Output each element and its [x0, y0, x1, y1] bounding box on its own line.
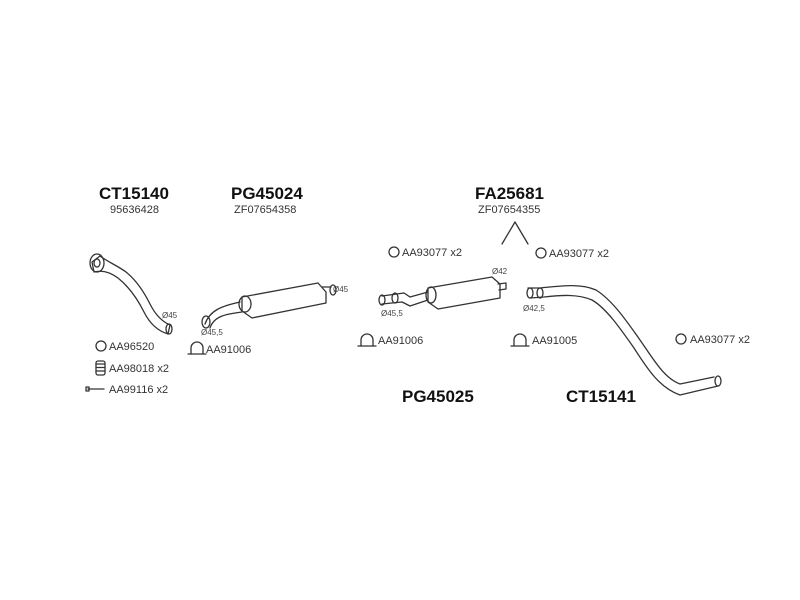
- accessory-label-aa93077-mid: AA93077 x2: [402, 247, 462, 259]
- accessory-label-aa91005: AA91005: [532, 335, 578, 347]
- accessory-label-aa93077-right: AA93077 x2: [549, 248, 609, 260]
- diameter-ct15140: Ø45: [162, 311, 178, 320]
- pointer-line-right: [514, 221, 529, 245]
- u-clamp-icon-right: [510, 333, 530, 347]
- diameter-pg45024-b: Ø45,5: [201, 328, 223, 337]
- diameter-ct15141: Ø42,5: [523, 304, 545, 313]
- part-code-pg45025: PG45025: [402, 387, 474, 406]
- part-code-fa25681: FA25681: [475, 184, 544, 203]
- clamp-ring-icon: [95, 340, 107, 352]
- pointer-line-left: [501, 221, 516, 245]
- part-code-pg45024: PG45024: [231, 184, 303, 203]
- part-code-ct15140: CT15140: [99, 184, 169, 203]
- spring-icon: [95, 360, 106, 376]
- u-clamp-icon-left: [187, 341, 207, 355]
- diameter-pg45025-b: Ø45,5: [381, 309, 403, 318]
- accessory-label-aa93077-far: AA93077 x2: [690, 334, 750, 346]
- middle-silencer-pg45024: [201, 282, 337, 329]
- bolt-icon: [85, 386, 105, 392]
- accessory-label-aa91006-mid: AA91006: [378, 335, 424, 347]
- tail-pipe-ct15141: [526, 284, 722, 396]
- part-ref-ct15140: 95636428: [110, 204, 159, 216]
- part-ref-fa25681: ZF07654355: [478, 204, 541, 216]
- diameter-pg45025-a: Ø42: [492, 267, 508, 276]
- hanger-ring-icon-mid: [388, 246, 400, 258]
- rear-silencer-pg45025: [378, 276, 507, 310]
- accessory-label-aa96520: AA96520: [109, 341, 155, 353]
- part-code-ct15141: CT15141: [566, 387, 636, 406]
- hanger-ring-icon-right: [535, 247, 547, 259]
- u-clamp-icon-mid: [357, 333, 377, 347]
- diameter-pg45024-a: Ø45: [333, 285, 349, 294]
- part-ref-pg45024: ZF07654358: [234, 204, 297, 216]
- front-pipe-ct15140: [89, 253, 173, 335]
- accessory-label-aa91006-left: AA91006: [206, 344, 252, 356]
- accessory-label-aa98018: AA98018 x2: [109, 363, 169, 375]
- accessory-label-aa99116: AA99116 x2: [109, 384, 169, 396]
- hanger-ring-icon-far: [675, 333, 687, 345]
